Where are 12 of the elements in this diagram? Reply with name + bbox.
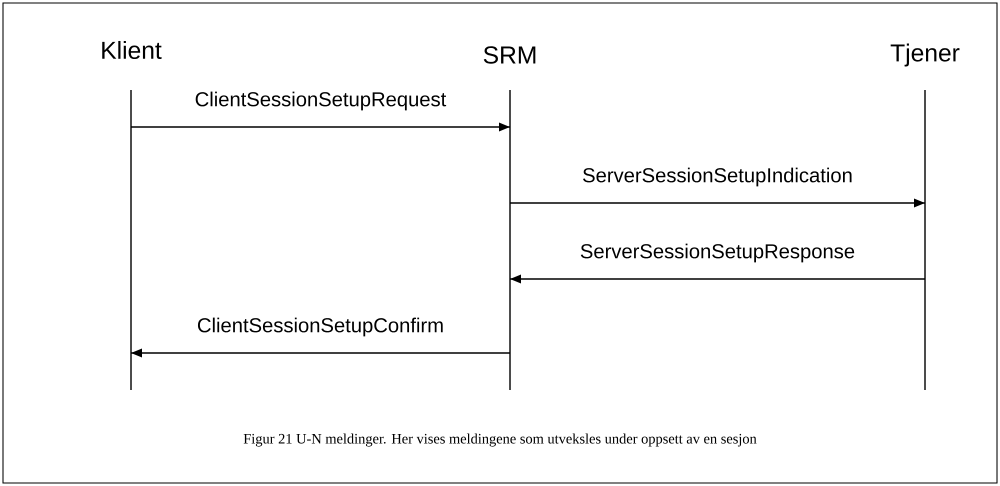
- message-label: ClientSessionSetupRequest: [196, 92, 446, 110]
- message-arrow: [510, 274, 925, 284]
- participant-label: Tjener: [890, 44, 960, 66]
- message-label: ServerSessionSetupIndication: [583, 168, 852, 186]
- message-arrow: [131, 348, 510, 358]
- participant-label: Klient: [102, 40, 162, 60]
- caption: Figur 21 U-N meldinger. Her vises meldingene som utveksles under oppsett av en sesjon: [244, 433, 757, 447]
- participant-label: SRM: [484, 46, 536, 64]
- message-arrow: [510, 198, 925, 208]
- message-label: ServerSessionSetupResponse: [580, 244, 854, 262]
- message-arrow: [131, 122, 510, 132]
- message-label: ClientSessionSetupConfirm: [198, 318, 443, 336]
